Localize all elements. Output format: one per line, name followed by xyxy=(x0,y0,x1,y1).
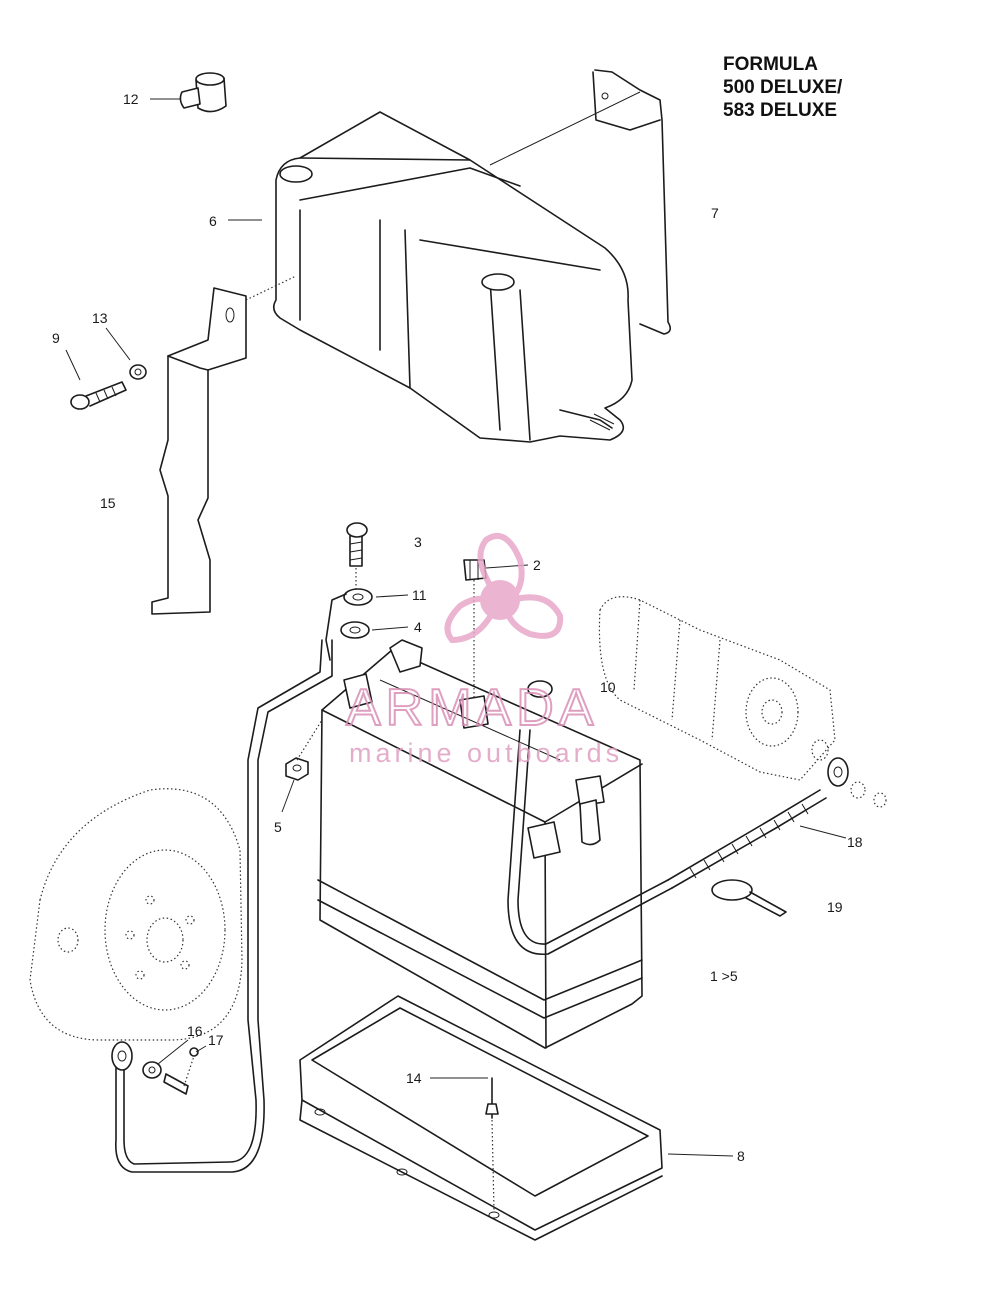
callout-labels: 12 6 7 13 9 15 3 2 11 4 10 5 18 19 1 >5 … xyxy=(52,91,863,1164)
starter-motor-part xyxy=(598,596,887,808)
terminal-cap-part xyxy=(179,72,227,113)
terminal-screw-part xyxy=(346,522,368,567)
tray-pin-part xyxy=(485,1077,499,1119)
callout-1-to-5: 1 >5 xyxy=(710,968,738,984)
callout-8: 8 xyxy=(737,1148,745,1164)
callout-11: 11 xyxy=(412,587,427,603)
callout-13: 13 xyxy=(92,310,108,326)
propeller-logo-icon xyxy=(444,533,564,644)
washer-and-nut-parts xyxy=(142,1047,199,1095)
battery-tray-part xyxy=(299,995,663,1241)
callout-6: 6 xyxy=(209,213,217,229)
callout-3: 3 xyxy=(414,534,422,550)
callout-19: 19 xyxy=(827,899,843,915)
battery-part xyxy=(317,639,643,1049)
hold-down-bracket-part xyxy=(151,275,297,615)
battery-cover-part xyxy=(272,111,633,443)
callout-5: 5 xyxy=(274,819,282,835)
callout-10: 10 xyxy=(600,679,616,695)
callout-16: 16 xyxy=(187,1023,203,1039)
tie-strap-part xyxy=(711,879,787,917)
engine-housing-part xyxy=(29,788,243,1041)
callout-17: 17 xyxy=(208,1032,224,1048)
callout-15: 15 xyxy=(100,495,116,511)
callout-18: 18 xyxy=(847,834,863,850)
watermark-brand: ARMADA xyxy=(346,679,598,737)
title-line-3: 583 DELUXE xyxy=(723,100,837,121)
callout-12: 12 xyxy=(123,91,139,107)
armada-watermark: ARMADA marine outboards xyxy=(345,533,623,768)
callout-7: 7 xyxy=(711,205,719,221)
ground-cable-part xyxy=(111,639,333,1173)
model-title: FORMULA 500 DELUXE/ 583 DELUXE xyxy=(723,54,843,121)
battery-strap-part xyxy=(489,69,672,335)
callout-4: 4 xyxy=(414,619,422,635)
ring-terminal-parts xyxy=(325,588,373,661)
watermark-tagline: marine outboards xyxy=(349,738,623,768)
screw-and-washer-parts xyxy=(70,364,147,410)
title-line-1: FORMULA xyxy=(723,54,818,75)
callout-9: 9 xyxy=(52,330,60,346)
title-line-2: 500 DELUXE/ xyxy=(723,77,843,98)
positive-cable-part xyxy=(507,729,849,955)
callout-14: 14 xyxy=(406,1070,422,1086)
callout-2: 2 xyxy=(533,557,541,573)
leader-lines xyxy=(65,98,847,1157)
hex-nut-part xyxy=(285,757,309,781)
